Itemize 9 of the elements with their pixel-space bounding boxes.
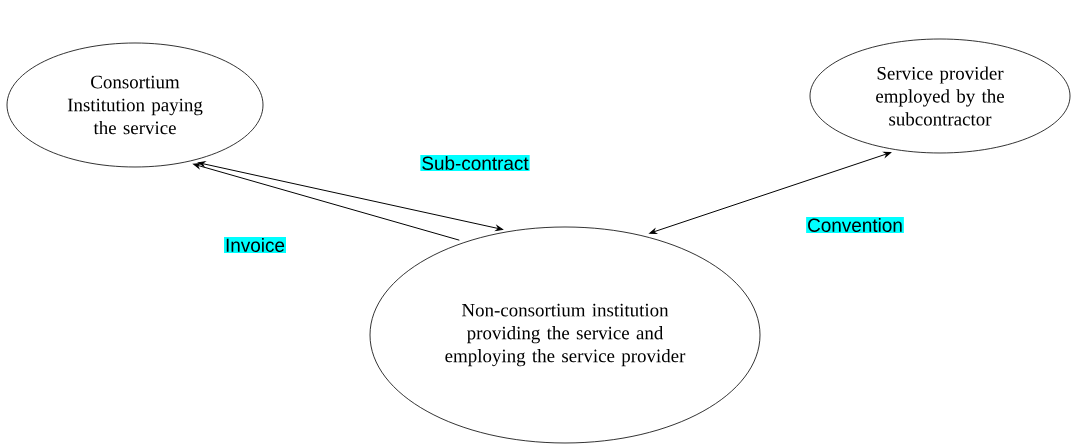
edge-label: Invoice bbox=[224, 237, 286, 253]
ellipse-node: Service provider employed by the subcontractor bbox=[809, 38, 1071, 154]
ellipse-node: Consortium Institution paying the service bbox=[6, 42, 264, 168]
edge-label: Convention bbox=[806, 217, 904, 233]
arrow bbox=[197, 161, 504, 231]
edge-label: Sub-contract bbox=[420, 155, 530, 171]
arrow bbox=[193, 163, 460, 241]
ellipse-node: Non-consortium institution providing the service and employing the service provider bbox=[369, 226, 761, 444]
arrow bbox=[649, 151, 892, 234]
